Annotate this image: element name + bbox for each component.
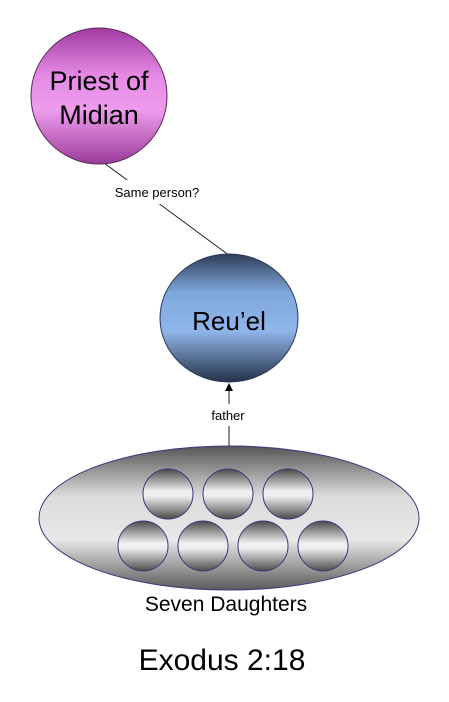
daughter-circle-3	[262, 468, 314, 520]
node-priest-label-line2: Midian	[59, 100, 139, 130]
connector-priest-reuel	[99, 159, 231, 257]
node-reuel[interactable]	[159, 253, 299, 383]
daughter-circle-2	[202, 468, 254, 520]
daughter-circle-5	[177, 520, 229, 572]
scripture-reference: Exodus 2:18	[139, 644, 306, 677]
node-daughters-label: Seven Daughters	[145, 593, 307, 616]
daughter-circle-4	[117, 520, 169, 572]
edge-label-same-person: Same person?	[115, 185, 200, 200]
daughter-circle-7	[297, 520, 349, 572]
node-priest-label-line1: Priest of	[49, 66, 149, 96]
node-priest-of-midian[interactable]	[30, 27, 168, 165]
daughter-circles	[117, 468, 349, 572]
daughter-circle-6	[237, 520, 289, 572]
node-reuel-label: Reu’el	[192, 306, 266, 336]
arrowhead-icon	[225, 383, 233, 391]
daughter-circle-1	[142, 468, 194, 520]
edge-label-bg	[200, 404, 258, 426]
edge-label-father: father	[211, 408, 245, 423]
edge-label-bg	[100, 180, 216, 204]
